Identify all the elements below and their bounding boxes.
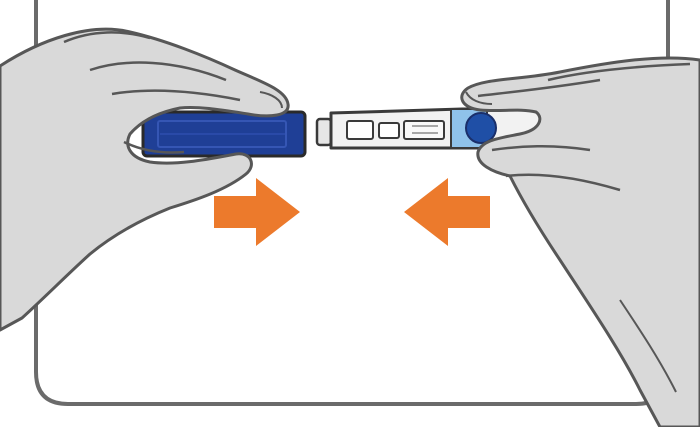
arrow-left-icon	[404, 178, 490, 246]
pen-cap	[141, 110, 307, 158]
left-hand	[0, 27, 290, 332]
pen-body	[315, 107, 542, 150]
right-hand	[460, 56, 700, 427]
arrow-right-icon	[214, 178, 300, 246]
